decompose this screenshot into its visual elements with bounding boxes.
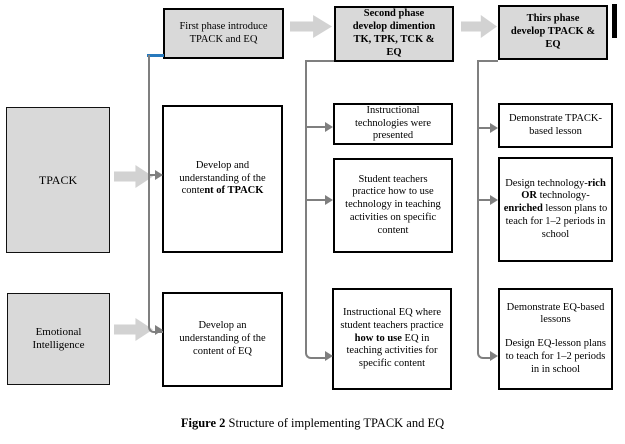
- blue-connector-segment: [147, 54, 164, 57]
- phase3-branch-line: [479, 199, 490, 201]
- arrowhead-icon: [490, 351, 498, 361]
- arrowhead-icon: [155, 170, 163, 180]
- phase3-box: Thirs phase develop TPACK & EQ: [498, 5, 608, 60]
- demonstrate-tpack-box: Demonstrate TPACK-based lesson: [498, 103, 613, 148]
- phase1-connector-line: [148, 55, 163, 333]
- phase2-connector-top-line: [305, 60, 334, 62]
- instructional-tech-box: Instructional technologies were presente…: [333, 103, 453, 145]
- block-arrow-phase2-phase3-icon: [461, 15, 497, 38]
- phase1-box: First phase introduce TPACK and EQ: [163, 8, 284, 59]
- develop-tpack-box: Develop and understanding of the content…: [162, 105, 283, 253]
- black-bar-marker: [612, 4, 617, 38]
- demonstrate-eq-line2: Design EQ-lesson plans to teach for 1–2 …: [505, 338, 606, 375]
- arrowhead-icon: [325, 122, 333, 132]
- phase2-branch-line: [307, 199, 325, 201]
- arrowhead-icon: [325, 195, 333, 205]
- arrowhead-icon: [490, 123, 498, 133]
- figure-caption-text: Structure of implementing TPACK and EQ: [225, 416, 445, 430]
- design-technology-text: Design technology-rich OR technology-enr…: [503, 177, 608, 240]
- phase3-branch-line: [479, 127, 490, 129]
- arrowhead-icon: [490, 195, 498, 205]
- tpack-input-box: TPACK: [6, 107, 110, 253]
- demonstrate-eq-box: Demonstrate EQ-based lessons Design EQ-l…: [498, 288, 613, 390]
- instructional-eq-box: Instructional EQ where student teachers …: [332, 288, 452, 390]
- block-arrow-phase1-phase2-icon: [290, 15, 332, 38]
- design-technology-box: Design technology-rich OR technology-enr…: [498, 157, 613, 262]
- arrowhead-icon: [325, 351, 333, 361]
- phase2-branch-line: [307, 126, 325, 128]
- student-practice-box: Student teachers practice how to use tec…: [333, 158, 453, 253]
- phase2-box: Second phase develop dimention TK, TPK, …: [334, 6, 454, 62]
- develop-eq-box: Develop an understanding of the content …: [162, 292, 283, 387]
- develop-tpack-text: Develop and understanding of the content…: [179, 159, 266, 197]
- figure-caption: Figure 2 Structure of implementing TPACK…: [0, 416, 625, 431]
- phase3-connector-line: [477, 60, 492, 359]
- demonstrate-eq-text: Demonstrate EQ-based lessons Design EQ-l…: [504, 302, 607, 377]
- phase2-connector-line: [305, 60, 327, 359]
- emotional-intelligence-box: Emotional Intelligence: [7, 293, 110, 385]
- instructional-eq-text: Instructional EQ where student teachers …: [340, 307, 444, 370]
- phase1-branch-line: [150, 174, 158, 176]
- figure-caption-label: Figure 2: [180, 416, 226, 430]
- arrowhead-icon: [155, 325, 163, 335]
- demonstrate-eq-line1: Demonstrate EQ-based lessons: [506, 301, 605, 326]
